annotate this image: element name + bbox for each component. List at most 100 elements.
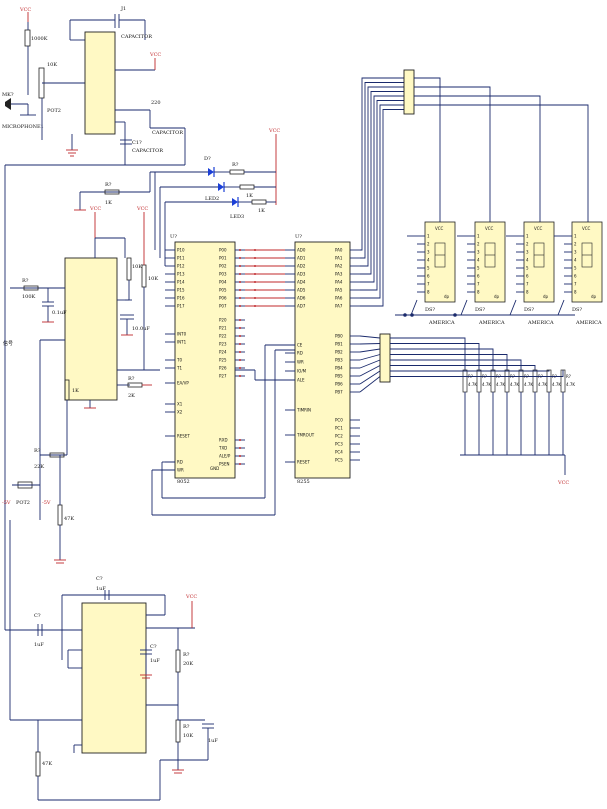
display-part: AMERICA — [478, 320, 505, 326]
address-bus — [245, 77, 404, 393]
display-pin-num: 7 — [477, 282, 480, 287]
mcu-left-pin-label: P12 — [177, 264, 185, 269]
io-right-pin-label: PA6 — [335, 296, 343, 301]
mcu-right-pins: P00P01P02P03P04P05P06P07P20P21P22P23P24P… — [218, 248, 245, 467]
mcu-left-pins: P10P11P12P13P14P15P16P17INT0INT1T0T1EA/V… — [165, 248, 190, 473]
r-1000k-label: 1000K — [31, 36, 48, 42]
pb-connector — [379, 333, 391, 383]
dp-label: dp — [494, 294, 500, 299]
io-right-pins: PA0PA1PA2PA3PA4PA5PA6PA7PB0PB1PB2PB3PB4P… — [335, 248, 360, 463]
mcu-left-pin-label: X2 — [177, 410, 183, 415]
vcc-label: VCC — [19, 7, 31, 13]
io-right-pin-label: PB4 — [335, 366, 343, 371]
bank-wire — [390, 337, 466, 370]
pot2-label-lower: POT2 — [16, 500, 30, 506]
mcu-right-pin-label: P25 — [219, 358, 227, 363]
seven-seg-display — [571, 221, 603, 303]
io-right-pin-label: PC2 — [335, 434, 343, 439]
bank-resistor-value: 4.7K — [538, 382, 547, 387]
display-ref: DS? — [572, 307, 582, 313]
pb-wire — [359, 343, 381, 345]
bank-wire — [390, 348, 494, 370]
bank-resistor-value: 4.7K — [496, 382, 505, 387]
display-vcc: VCC — [582, 226, 591, 231]
io-left-pin-label: IO/M — [297, 369, 307, 374]
led3-label: LED3 — [230, 214, 244, 220]
bus-dot — [254, 273, 256, 275]
bank-resistor — [546, 369, 552, 393]
mcu-pin-dot — [239, 265, 241, 267]
led1-ref: D? — [204, 156, 211, 162]
r-47k-bottom: 47K — [42, 761, 52, 767]
pb-wire — [359, 365, 381, 377]
bank-resistor-value: 4.7K — [524, 382, 533, 387]
neg5-label-right: -5V — [42, 500, 51, 506]
digit-select-wire — [414, 86, 491, 222]
bank-wire — [390, 370, 564, 377]
display-pin-num: 8 — [477, 290, 480, 295]
bank-wire — [390, 343, 480, 370]
mcu-part-label: 8052 — [177, 479, 190, 485]
display-bus-end — [460, 299, 468, 316]
display-pin-num: 1 — [477, 234, 480, 239]
mcu-pin-dot — [239, 343, 241, 345]
bank-resistor-value: 4.7K — [552, 382, 561, 387]
mcu-left-pin-label: T0 — [176, 358, 182, 363]
mcu-pin-dot — [239, 281, 241, 283]
c-01uf-label: 0.1uF — [52, 310, 67, 316]
led2-label: LED2 — [205, 196, 219, 202]
r-20k-value: 20K — [183, 661, 193, 667]
bank-wire — [390, 370, 550, 372]
io-left-pin-label: AD2 — [297, 264, 306, 269]
mcu-right-pin-label: P27 — [219, 374, 227, 379]
io-right-pin-label: PB7 — [335, 390, 343, 395]
mcu-right-pin-label: P22 — [219, 334, 227, 339]
mcu-pin-dot — [239, 335, 241, 337]
bank-wire — [390, 365, 536, 370]
led2-r-value: 1K — [246, 193, 253, 199]
mcu-right-pin-label: P05 — [219, 288, 227, 293]
mcu-left-pin-label: P16 — [177, 296, 185, 301]
io-right-pin-label: PB5 — [335, 374, 343, 379]
pa-wire — [360, 86, 404, 267]
io-chip — [294, 241, 351, 479]
bank-resistor — [476, 369, 482, 393]
mcu-right-pin-label: P26 — [219, 366, 227, 371]
bank-wire — [390, 359, 522, 370]
display-pin-num: 7 — [574, 282, 577, 287]
io-right-pin-label: PC0 — [335, 418, 343, 423]
display-pin-num: 7 — [526, 282, 529, 287]
dp-label: dp — [591, 294, 597, 299]
mcu-left-pin-label: P10 — [177, 248, 185, 253]
r-1k-low: 1K — [72, 388, 79, 394]
display-part: AMERICA — [575, 320, 602, 326]
io-right-pin-label: PA2 — [335, 264, 343, 269]
mcu-pin-dot — [239, 249, 241, 251]
led-section: VCC D? R? LED2 1K LED3 1K — [154, 128, 280, 266]
display-vcc: VCC — [435, 226, 444, 231]
display-pin-num: 8 — [574, 290, 577, 295]
display-ref: DS? — [425, 307, 435, 313]
r-100k-label: R? — [22, 278, 29, 284]
mcu-right-pin-label: P01 — [219, 256, 227, 261]
display-bus-end — [557, 299, 565, 316]
io-left-pin-label: WR — [297, 360, 304, 365]
bank-resistor — [490, 369, 496, 393]
bank-resistor — [518, 369, 524, 393]
pa-wire — [360, 82, 404, 259]
io-right-pin-label: PB0 — [335, 334, 343, 339]
display-pin-num: 3 — [574, 250, 577, 255]
display-pin-num: 3 — [427, 250, 430, 255]
r-10k-label: 10K — [47, 62, 57, 68]
mk-label: MK? — [2, 92, 14, 98]
mcu-left-pin-label: P11 — [177, 256, 185, 261]
io-right-pin-label: PB1 — [335, 342, 343, 347]
pb-wire — [359, 370, 381, 385]
io-section: U? 8255 AD0AD1AD2AD3AD4AD5AD6AD7CERDWRIO… — [245, 77, 404, 485]
io-left-pin-label: AD6 — [297, 296, 306, 301]
io-left-pin-label: AD5 — [297, 288, 306, 293]
display-pin-num: 1 — [427, 234, 430, 239]
mcu-pin-dot — [239, 439, 241, 441]
display-pin-num: 4 — [477, 258, 480, 263]
